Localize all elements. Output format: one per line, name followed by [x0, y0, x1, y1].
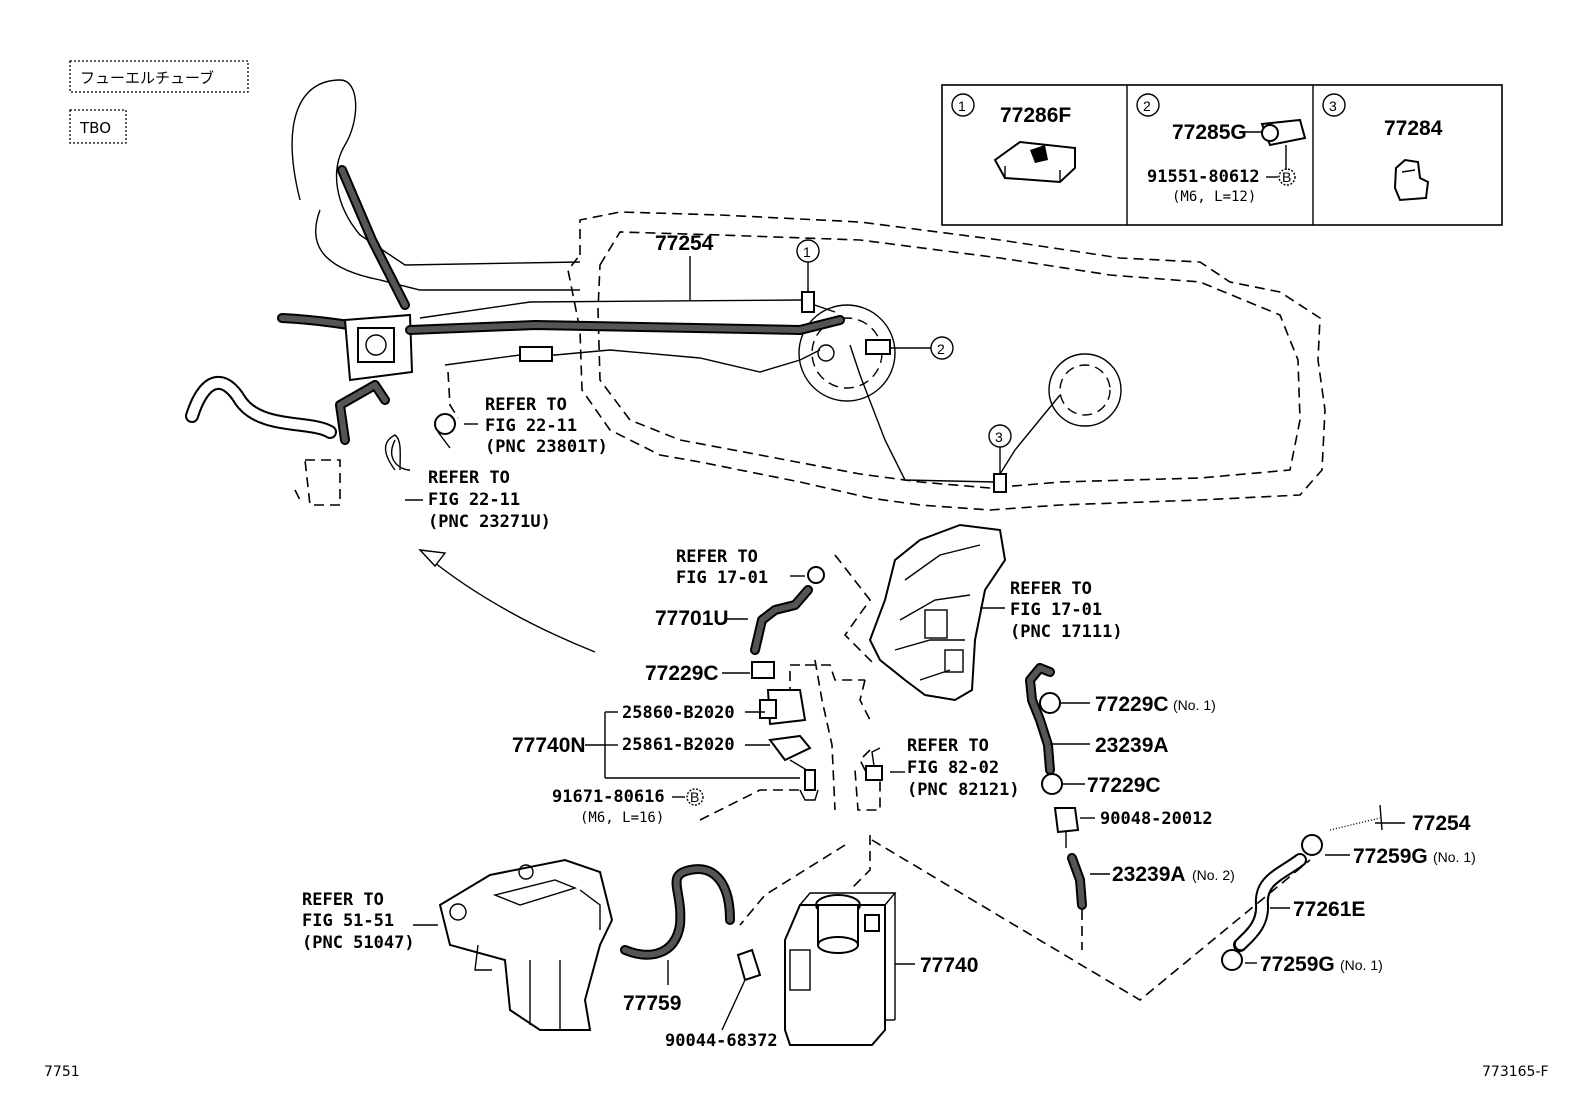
- svg-text:FIG 17-01: FIG 17-01: [676, 568, 768, 588]
- svg-text:(PNC 17111): (PNC 17111): [1010, 622, 1123, 642]
- label-77701U: 77701U: [655, 607, 729, 630]
- legend-circle-1: [951, 93, 975, 117]
- legend-bolt-91551: 91551-80612: [1147, 167, 1260, 187]
- svg-text:FIG 22-11: FIG 22-11: [485, 416, 577, 436]
- label-77259G-a-sub: (No. 1): [1433, 849, 1476, 865]
- legend-circle-3: [1322, 93, 1346, 117]
- legend-bolt-mark: B: [1282, 169, 1291, 185]
- label-25860: 25860-B2020: [622, 703, 735, 723]
- callout-1: 1: [796, 239, 820, 313]
- intake-manifold: [868, 523, 1007, 702]
- label-23239A-no2-sub: (No. 2): [1192, 867, 1235, 883]
- label-77259G-b-sub: (No. 1): [1340, 957, 1383, 973]
- svg-text:FIG 82-02: FIG 82-02: [907, 758, 999, 778]
- group-77740N: 77740N 25860-B2020 25861-B2020: [512, 703, 819, 801]
- label-77261E: 77261E: [1293, 898, 1365, 921]
- svg-text:REFER TO: REFER TO: [676, 547, 758, 567]
- tube-77254: [405, 299, 1061, 483]
- legend-part-77284: 77284: [1384, 117, 1443, 140]
- legend-part-77285G: 77285G: [1172, 121, 1247, 144]
- gauge-flange: [1048, 353, 1122, 427]
- label-77229C-no1-sub: (No. 1): [1173, 697, 1216, 713]
- label-77259G-a: 77259G: [1353, 845, 1428, 868]
- svg-text:REFER TO: REFER TO: [907, 736, 989, 756]
- legend-num-3: 3: [1329, 98, 1337, 114]
- vsv-assembly: 77229C: [645, 661, 865, 776]
- legend-bolt-spec: (M6, L=12): [1172, 189, 1256, 205]
- svg-text:REFER TO: REFER TO: [1010, 579, 1092, 599]
- svg-text:REFER TO: REFER TO: [302, 890, 384, 910]
- header-tags: フューエルチューブ TBO: [69, 60, 249, 144]
- label-25861: 25861-B2020: [622, 735, 735, 755]
- svg-text:2: 2: [937, 341, 945, 357]
- refer-e: REFER TO FIG 82-02 (PNC 82121): [854, 736, 1020, 811]
- fuel-tank-outline: [567, 211, 1326, 511]
- label-77254-r: 77254: [1412, 812, 1471, 835]
- refer-b: REFER TO FIG 22-11 (PNC 23271U): [405, 468, 551, 532]
- label-91671-spec: (M6, L=16): [580, 810, 664, 826]
- tag-name-box: [69, 60, 249, 93]
- clamp-77285G-icon: [1260, 118, 1307, 147]
- svg-text:(PNC 51047): (PNC 51047): [302, 933, 415, 953]
- svg-text:B: B: [690, 789, 699, 805]
- filler-pipe: [277, 79, 581, 382]
- svg-text:(PNC 82121): (PNC 82121): [907, 780, 1020, 800]
- legend-part-77286F: 77286F: [1000, 104, 1071, 127]
- svg-text:1: 1: [803, 244, 811, 260]
- label-91671: 91671-80616: [552, 787, 665, 807]
- tag-code-box: [69, 109, 127, 144]
- label-90044: 90044-68372: [665, 1031, 778, 1051]
- label-77254-top: 77254: [655, 232, 714, 255]
- left-hoses: [185, 371, 459, 506]
- svg-text:FIG 22-11: FIG 22-11: [428, 490, 520, 510]
- refer-d: REFER TO FIG 17-01 (PNC 17111): [980, 579, 1123, 642]
- label-23239A: 23239A: [1095, 734, 1169, 757]
- label-90048: 90048-20012: [1100, 809, 1213, 829]
- legend-circle-2: [1136, 93, 1160, 117]
- svg-text:3: 3: [995, 429, 1003, 445]
- footer-left: 7751: [44, 1064, 80, 1080]
- refer-f: REFER TO FIG 51-51 (PNC 51047): [302, 890, 415, 953]
- label-77740N: 77740N: [512, 734, 586, 757]
- svg-text:(PNC 23801T): (PNC 23801T): [485, 437, 608, 457]
- tag-code: TBO: [79, 119, 111, 137]
- label-23239A-no2: 23239A: [1112, 863, 1186, 886]
- canister-77740: 77740: [784, 892, 978, 1046]
- fuel-tank-inner: [597, 231, 1301, 489]
- callout-3: 3: [988, 424, 1012, 493]
- legend-num-2: 2: [1143, 98, 1151, 114]
- svg-text:FIG 51-51: FIG 51-51: [302, 911, 394, 931]
- hose-77261E: 77254 77259G (No. 1) 77261E 77259G (No. …: [1221, 804, 1476, 976]
- bracket-51047: [413, 858, 614, 1031]
- hose-23239A: 77229C (No. 1) 23239A 77229C 90048-20012…: [1025, 663, 1235, 910]
- direction-arrow: [418, 549, 596, 653]
- svg-text:REFER TO: REFER TO: [485, 395, 567, 415]
- label-77229C-a: 77229C: [645, 662, 719, 685]
- label-77259G-b: 77259G: [1260, 953, 1335, 976]
- legend-box: 1 77286F 2 77285G 91551-80612 B (M6, L=1…: [941, 84, 1503, 226]
- svg-text:REFER TO: REFER TO: [428, 468, 510, 488]
- hose-77701U: [750, 585, 813, 655]
- bolt-91671: 91671-80616 B (M6, L=16): [552, 787, 800, 826]
- hose-77759: 77759: [620, 864, 735, 1015]
- svg-text:(PNC 23271U): (PNC 23271U): [428, 512, 551, 532]
- bolt-mark-circle: [1278, 168, 1296, 186]
- footer-right: 773165-F: [1482, 1064, 1549, 1080]
- label-77229C-no1: 77229C: [1095, 693, 1169, 716]
- legend-num-1: 1: [958, 98, 966, 114]
- clip-90044: 90044-68372: [665, 948, 778, 1051]
- refer-a: REFER TO FIG 22-11 (PNC 23801T): [464, 395, 608, 457]
- svg-text:FIG 17-01: FIG 17-01: [1010, 600, 1102, 620]
- tag-name: フューエルチューブ: [80, 69, 214, 87]
- label-77740: 77740: [920, 954, 978, 977]
- clip-77286F-icon: [993, 140, 1076, 184]
- refer-c: REFER TO FIG 17-01: [676, 547, 876, 666]
- callout-2: 2: [865, 336, 954, 360]
- label-77759: 77759: [623, 992, 681, 1015]
- clip-77284-icon: [1393, 158, 1430, 202]
- label-77229C-b: 77229C: [1087, 774, 1161, 797]
